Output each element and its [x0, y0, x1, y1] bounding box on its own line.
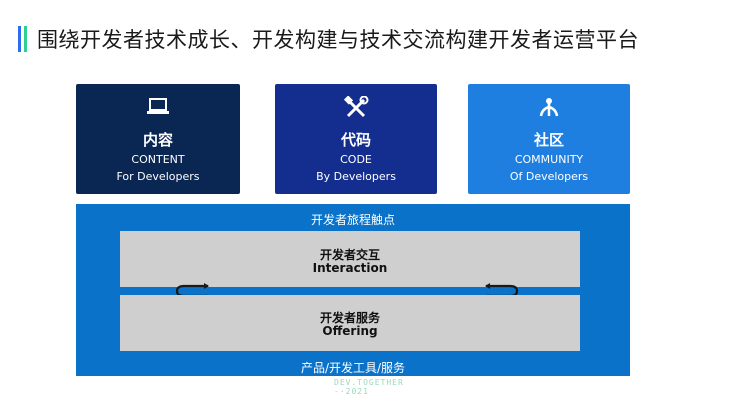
community-card-en: COMMUNITY [514, 153, 584, 166]
network-icon [468, 96, 630, 120]
flow-line [120, 288, 580, 294]
products-tools-label: 产品/开发工具/服务 [300, 361, 406, 375]
content-card-sub: For Developers [116, 170, 200, 183]
watermark-line2: -·2021 [334, 387, 369, 396]
content-card-name: 内容 [142, 131, 173, 149]
developer-platform-block: 开发者旅程触点 开发者交互 Interaction 开发者服务 Offering… [76, 204, 630, 376]
tools-icon [275, 96, 437, 120]
community-card: 社区 COMMUNITY Of Developers [468, 84, 630, 194]
interaction-zh: 开发者交互 [319, 248, 380, 262]
title-accent-bar-green [24, 26, 27, 52]
title-accent-bar [18, 26, 21, 52]
code-card: 代码 CODE By Developers [275, 84, 437, 194]
offering-panel: 开发者服务 Offering [120, 295, 580, 351]
offering-zh: 开发者服务 [319, 311, 380, 325]
content-card: 内容 CONTENT For Developers [76, 84, 240, 194]
title-bar: 围绕开发者技术成长、开发构建与技术交流构建开发者运营平台 [18, 24, 639, 54]
laptop-icon [76, 96, 240, 120]
offering-en: Offering [322, 324, 378, 338]
page-title: 围绕开发者技术成长、开发构建与技术交流构建开发者运营平台 [37, 28, 639, 52]
code-card-name: 代码 [340, 131, 371, 149]
interaction-panel: 开发者交互 Interaction [120, 231, 580, 287]
watermark-line1: DEV.TOGETHER [334, 378, 404, 387]
watermark: DEV.TOGETHER -·2021 [334, 378, 404, 396]
community-card-sub: Of Developers [509, 170, 589, 183]
content-card-en: CONTENT [131, 153, 185, 166]
touchpoints-label: 开发者旅程触点 [310, 213, 395, 227]
interaction-en: Interaction [312, 261, 388, 275]
code-card-sub: By Developers [316, 170, 396, 183]
community-card-name: 社区 [533, 131, 564, 149]
code-card-en: CODE [340, 153, 372, 166]
